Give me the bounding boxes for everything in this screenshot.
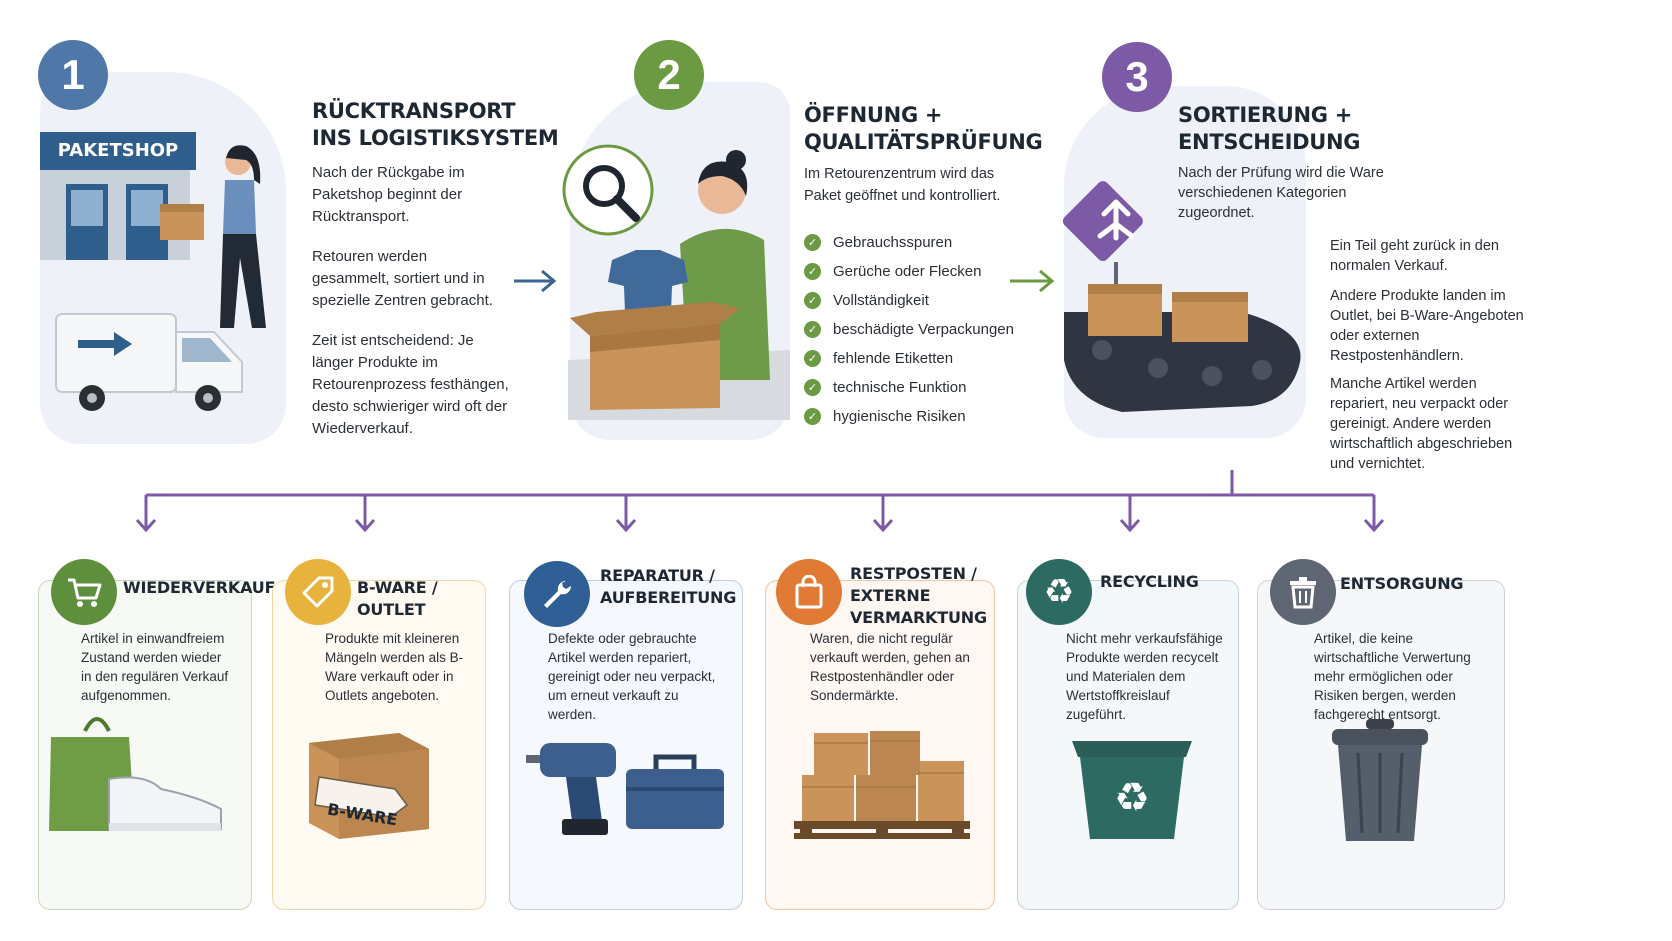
paketshop-sign: PAKETSHOP: [57, 140, 179, 161]
check-icon: ✓: [804, 379, 821, 396]
step3-side-paragraph-2: Andere Produkte landen im Outlet, bei B-…: [1330, 288, 1524, 364]
check-icon: ✓: [804, 263, 821, 280]
bag-and-shoe-illustration: [49, 713, 229, 843]
outcome-title: RECYCLING: [1100, 572, 1199, 591]
check-icon: ✓: [804, 350, 821, 367]
wrench-icon: [524, 561, 590, 627]
drill-and-toolbox-illustration: [526, 739, 736, 839]
outcome-description: Defekte oder gebrauchte Artikel werden r…: [548, 631, 716, 722]
step1-paragraph-3: Zeit ist entscheidend: Je länger Produkt…: [312, 332, 509, 437]
sorting-conveyor-illustration: [1062, 180, 1312, 420]
outcome-description: Produkte mit kleineren Mängeln werden al…: [325, 631, 464, 703]
outcome-card-wiederverkauf: WIEDERVERKAUF Artikel in einwandfreiem Z…: [38, 559, 276, 910]
checklist-item: ✓Gerüche oder Flecken: [804, 257, 1014, 286]
check-icon: ✓: [804, 408, 821, 425]
paketshop-illustration: [40, 128, 280, 338]
outcome-description: Waren, die nicht regulär verkauft werden…: [810, 631, 970, 703]
outcome-card-reparatur: REPARATUR /AUFBEREITUNG Defekte oder geb…: [509, 561, 743, 910]
outcome-card-bware: B-WARE / OUTLET Produkte mit kleineren M…: [272, 559, 486, 910]
step3-side-paragraph-1: Ein Teil geht zurück in den normalen Ver…: [1330, 238, 1500, 274]
outcome-description: Artikel in einwandfreiem Zustand werden …: [81, 631, 229, 703]
outcome-description: Artikel, die keine wirtschaftliche Verwe…: [1314, 631, 1471, 722]
checklist-item: ✓technische Funktion: [804, 373, 1014, 402]
trash-can-illustration: [1330, 719, 1430, 843]
step2-title: ÖFFNUNG +QUALITÄTSPRÜFUNG: [804, 103, 1043, 154]
step1-number-badge: 1: [38, 40, 108, 110]
pallet-boxes-illustration: [794, 727, 974, 841]
shopping-bag-icon: [776, 559, 842, 625]
recycle-icon: ♻: [1026, 559, 1092, 625]
outcome-title: B-WARE / OUTLET: [357, 578, 438, 619]
check-icon: ✓: [804, 234, 821, 251]
checklist-item: ✓Gebrauchsspuren: [804, 228, 1014, 257]
check-icon: ✓: [804, 321, 821, 338]
step3-number-badge: 3: [1102, 42, 1172, 112]
checklist-item: ✓fehlende Etiketten: [804, 344, 1014, 373]
delivery-van-illustration: [52, 310, 252, 420]
check-icon: ✓: [804, 292, 821, 309]
trash-icon: [1270, 559, 1336, 625]
outcome-title: WIEDERVERKAUF: [123, 578, 276, 597]
outcome-card-recycling: ♻ RECYCLING Nicht mehr verkaufsfähige Pr…: [1017, 559, 1239, 910]
price-tag-icon: [285, 559, 351, 625]
cart-icon: [51, 559, 117, 625]
arrow-step2-to-step3: [1008, 268, 1056, 294]
svg-text:♻: ♻: [1114, 775, 1150, 821]
checklist-item: ✓Vollständigkeit: [804, 286, 1014, 315]
step1-paragraph-2: Retouren werden gesammelt, sortiert und …: [312, 248, 493, 309]
step2-number-badge: 2: [634, 40, 704, 110]
step3-paragraph: Nach der Prüfung wird die Ware verschied…: [1178, 165, 1384, 221]
outcome-card-entsorgung: ENTSORGUNG Artikel, die keine wirtschaft…: [1257, 559, 1505, 910]
quality-check-illustration: [560, 140, 790, 420]
step1-paragraph-1: Nach der Rückgabe im Paketshop beginnt d…: [312, 164, 465, 225]
step3-side-paragraph-3: Manche Artikel werden repariert, neu ver…: [1330, 376, 1513, 472]
outcome-title: REPARATUR /AUFBEREITUNG: [600, 566, 737, 607]
checklist-item: ✓hygienische Risiken: [804, 402, 1014, 431]
bware-box-illustration: [303, 727, 463, 843]
step3-title: SORTIERUNG +ENTSCHEIDUNG: [1178, 103, 1361, 154]
step2-paragraph: Im Retourenzentrum wird das Paket geöffn…: [804, 166, 1001, 204]
outcome-title: ENTSORGUNG: [1340, 574, 1464, 593]
quality-checklist: ✓Gebrauchsspuren ✓Gerüche oder Flecken ✓…: [804, 228, 1014, 431]
checklist-item: ✓beschädigte Verpackungen: [804, 315, 1014, 344]
recycling-bin-illustration: ♻: [1072, 737, 1192, 841]
branch-connector: [0, 470, 1672, 540]
outcome-description: Nicht mehr verkaufsfähige Produkte werde…: [1066, 631, 1223, 722]
arrow-step1-to-step2: [512, 268, 558, 294]
